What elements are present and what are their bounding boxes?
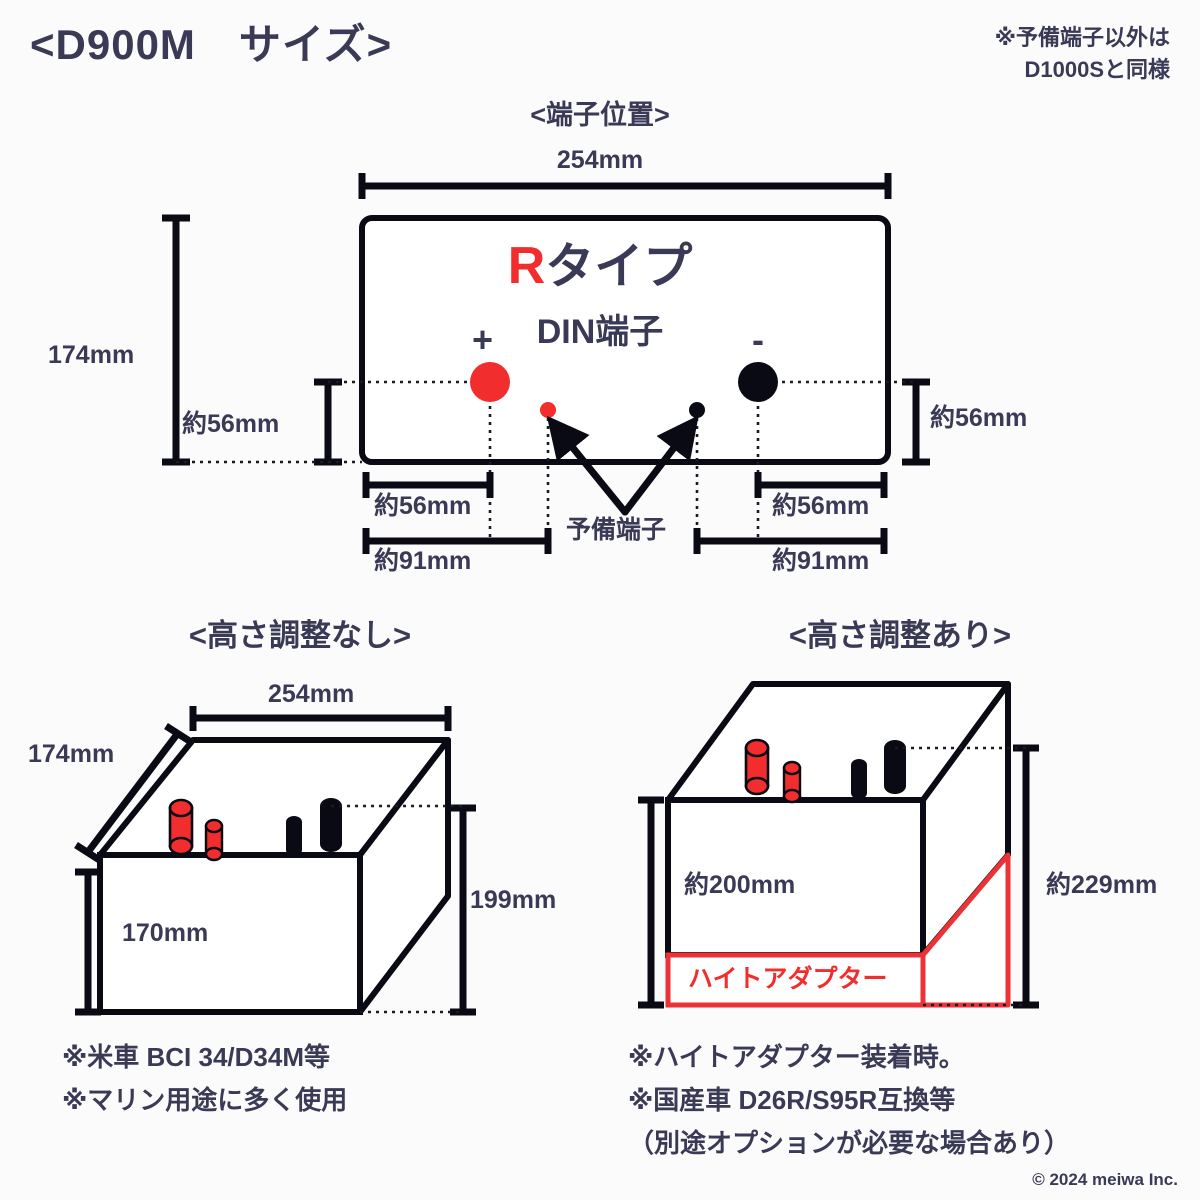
battery-type-suffix: タイプ xyxy=(545,240,693,294)
dim-label-height-174: 174mm xyxy=(48,341,135,369)
dim-bottom-left-91 xyxy=(362,528,552,554)
note-line: ※米車 BCI 34/D34M等 xyxy=(62,1042,330,1072)
dim-bottom-right-91 xyxy=(693,528,888,554)
box1-dim-label-174: 174mm xyxy=(28,740,115,768)
box1-terminal-negative-spare xyxy=(286,816,302,856)
terminal-negative-spare xyxy=(689,402,705,418)
dim-label-bottom-left-91: 約91mm xyxy=(374,547,472,575)
note-line: （別途オプションが必要な場合あり） xyxy=(628,1127,1071,1158)
box1-dim-label-199: 199mm xyxy=(470,886,557,914)
box1-terminal-negative-main xyxy=(320,798,342,852)
dim-bottom-left-56 xyxy=(362,472,494,498)
dim-label-width-254: 254mm xyxy=(556,146,644,174)
page-title: <D900M サイズ> xyxy=(30,21,393,68)
notes-with-adapter: ※ハイトアダプター装着時。 ※国産車 D26R/S95R互換等 （別途オプションが必… xyxy=(628,1036,1070,1165)
note-line: ※マリン用途に多く使用 xyxy=(62,1084,348,1115)
terminal-position-heading: <端子位置> xyxy=(530,100,670,130)
box1-dim-254 xyxy=(189,706,452,731)
box1-terminal-positive-main xyxy=(168,798,194,856)
box2-terminal-negative-spare xyxy=(851,759,867,799)
terminal-leader-lines xyxy=(488,382,760,540)
box2-dim-200 xyxy=(638,796,664,1009)
box2-terminal-negative-main xyxy=(884,740,906,794)
dim-width-254-top xyxy=(358,173,892,199)
positive-sign-label: + xyxy=(472,319,494,360)
box-no-adapter-3d xyxy=(74,706,476,1016)
spare-terminal-label: 予備端子 xyxy=(566,516,667,544)
terminal-positive-spare xyxy=(540,402,556,418)
box1-dim-170 xyxy=(75,868,101,1016)
dim-label-right-inset-56: 約56mm xyxy=(930,404,1028,432)
box2-terminal-positive-main xyxy=(744,738,770,796)
box1-dim-label-254: 254mm xyxy=(268,680,355,708)
box2-dim-229 xyxy=(895,744,1039,1009)
note-line: ※ハイトアダプター装着時。 xyxy=(628,1042,965,1072)
box1-dim-174 xyxy=(74,723,193,864)
dim-bottom-right-56 xyxy=(754,472,888,498)
terminal-negative-main xyxy=(738,362,778,402)
notes-no-adapter: ※米車 BCI 34/D34M等 ※マリン用途に多く使用 xyxy=(62,1036,347,1122)
terminal-kind-label: DIN端子 xyxy=(536,313,664,351)
battery-type-prefix: R xyxy=(507,237,546,295)
dim-label-bottom-right-91: 約91mm xyxy=(772,547,870,575)
height-adapter-front-face xyxy=(665,952,926,1008)
box1-dim-label-170: 170mm xyxy=(122,919,209,947)
spare-terminal-arrows xyxy=(546,415,699,516)
box1-terminal-positive-spare xyxy=(204,818,224,862)
section-heading-no-adapter: <高さ調整なし> xyxy=(188,618,412,653)
dim-label-bottom-right-56: 約56mm xyxy=(772,492,870,520)
box2-dim-label-200: 約200mm xyxy=(684,871,796,899)
box-with-adapter-3d xyxy=(638,681,1039,1009)
note-line: ※国産車 D26R/S95R互換等 xyxy=(628,1084,956,1115)
box2-dim-label-229: 約229mm xyxy=(1046,871,1158,899)
battery-type-label: Rタイプ xyxy=(0,240,1200,292)
dim-label-left-inset-56: 約56mm xyxy=(182,410,280,438)
dim-label-bottom-left-56: 約56mm xyxy=(374,492,472,520)
dim-height-56-right xyxy=(758,378,930,466)
dim-height-56-left xyxy=(176,378,490,466)
section-heading-with-adapter: <高さ調整あり> xyxy=(788,618,1012,653)
negative-sign-label: - xyxy=(752,319,764,360)
height-adapter-label: ハイトアダプター xyxy=(688,965,888,993)
box1-dim-199 xyxy=(331,804,476,1016)
terminal-positive-main xyxy=(470,362,510,402)
top-right-note: ※予備端子以外は D1000Sと同様 xyxy=(994,25,1170,82)
copyright-notice: © 2024 meiwa Inc. xyxy=(1032,1170,1178,1189)
box2-terminal-positive-spare xyxy=(782,760,802,804)
